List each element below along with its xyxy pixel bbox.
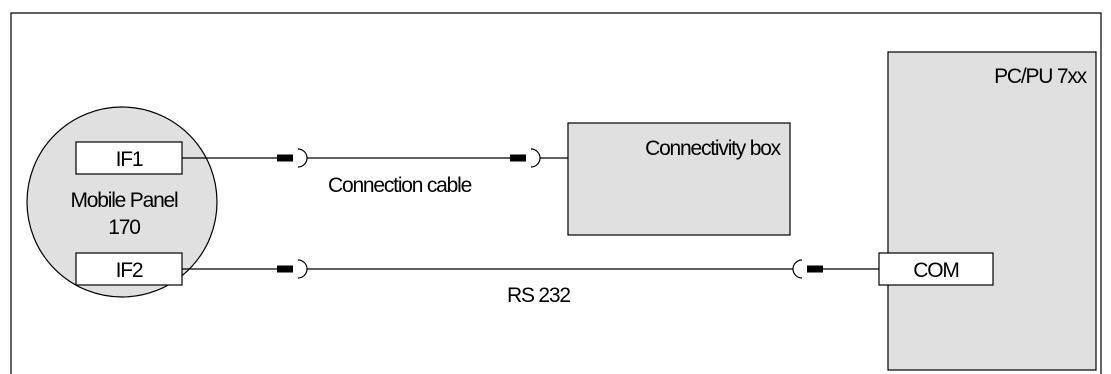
rs232-connection: RS 232 — [182, 259, 879, 307]
mobile-panel-label-line1: Mobile Panel — [70, 189, 178, 212]
mobile-panel-label-line2: 170 — [108, 216, 140, 239]
if2-port — [75, 252, 183, 286]
connectivity-box-label: Connectivity box — [645, 137, 782, 160]
pc-body — [887, 51, 1097, 371]
connectivity-box: Connectivity box — [567, 122, 791, 236]
connection-cable: Connection cable — [182, 148, 568, 197]
com-port — [878, 252, 994, 286]
com-port-label: COM — [913, 259, 958, 282]
rs232-label: RS 232 — [507, 284, 570, 307]
if1-port-label: IF1 — [116, 148, 143, 171]
rs232-socket-left — [297, 259, 308, 279]
pc-label: PC/PU 7xx — [994, 65, 1088, 88]
rs232-socket-right — [792, 259, 803, 279]
cable-socket-right — [530, 148, 541, 168]
connection-cable-label: Connection cable — [328, 174, 472, 197]
if1-port — [75, 141, 183, 175]
diagram-frame — [10, 12, 1102, 374]
mobile-panel-device: IF1 Mobile Panel 170 IF2 — [26, 106, 218, 298]
if2-port-label: IF2 — [116, 259, 143, 282]
connectivity-box-body — [567, 122, 791, 236]
cable-socket-left — [297, 148, 308, 168]
pc-device: PC/PU 7xx COM — [878, 51, 1097, 371]
